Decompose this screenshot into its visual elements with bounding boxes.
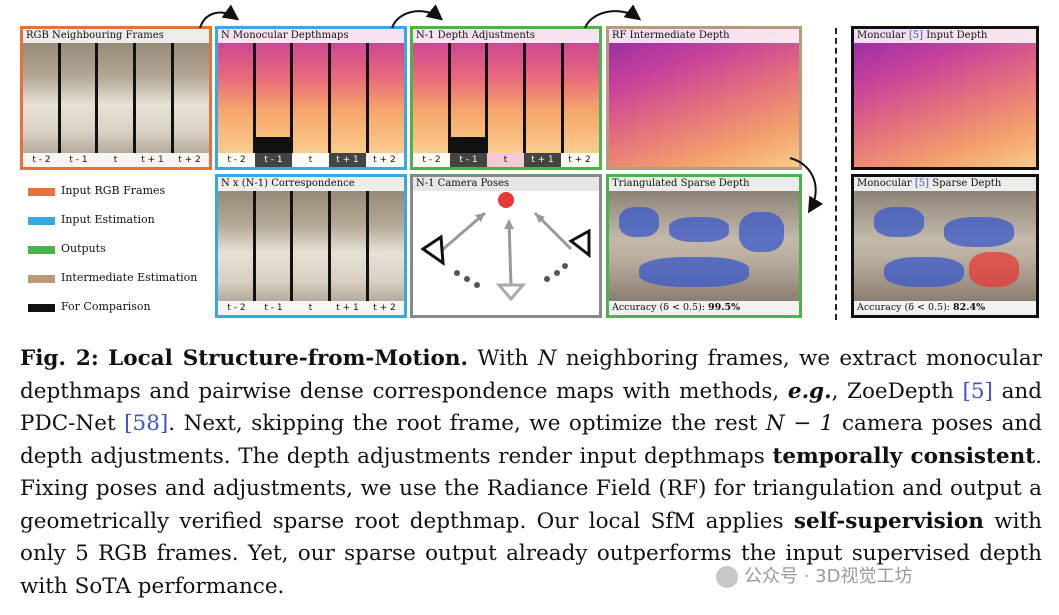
frame-label: t - 1 xyxy=(264,303,283,313)
frame-label: t - 2 xyxy=(227,303,246,313)
legend-swatch xyxy=(28,188,55,196)
figure-caption: Fig. 2: Local Structure-from-Motion. Wit… xyxy=(20,343,1042,603)
frame-label: t + 1 xyxy=(524,153,561,167)
frame-label: t xyxy=(308,303,313,313)
title-text: Input Depth xyxy=(923,30,988,41)
accuracy-value: 99.5% xyxy=(708,302,741,313)
camera-poses-diagram xyxy=(420,192,591,302)
frame-label: t - 2 xyxy=(32,155,51,165)
caption-bold: self-supervision xyxy=(793,508,984,534)
frame-label: t + 2 xyxy=(373,303,396,313)
legend-swatch xyxy=(28,275,55,283)
legend-label: For Comparison xyxy=(61,300,151,313)
frame-labels: t - 2 t - 1 t t + 1 t + 2 xyxy=(218,153,404,167)
panel-camera-poses: N-1 Camera Poses xyxy=(410,174,602,318)
accuracy-value: 82.4% xyxy=(953,302,986,313)
caption-text: , ZoeDepth xyxy=(831,378,963,404)
frame-label: t + 2 xyxy=(373,155,396,165)
caption-heading: Local Structure-from-Motion. xyxy=(108,346,469,371)
figure-number: Fig. 2: xyxy=(20,346,99,371)
caption-math: N xyxy=(537,346,557,371)
panel-correspondence: N x (N-1) Correspondence t - 2 t - 1 t t… xyxy=(215,174,407,318)
panel-monocular-depthmaps: N Monocular Depthmaps t - 2 t - 1 t t + … xyxy=(215,26,407,170)
frame-label: t - 1 xyxy=(69,155,88,165)
caption-bold: temporally consistent xyxy=(772,443,1036,469)
panel-monocular-input-depth: Moncular [5] Input Depth xyxy=(851,26,1039,170)
legend-swatch xyxy=(28,217,55,225)
watermark: 公众号 · 3D视觉工坊 xyxy=(716,562,912,588)
citation-link[interactable]: [5] xyxy=(908,30,924,41)
panel-title: N-1 Camera Poses xyxy=(413,177,599,191)
panel-title: N x (N-1) Correspondence xyxy=(218,177,404,191)
panel-title: Triangulated Sparse Depth xyxy=(609,177,799,191)
panel-monocular-sparse-depth: Monocular [5] Sparse Depth Accuracy (δ <… xyxy=(851,174,1039,318)
watermark-text: 公众号 · 3D视觉工坊 xyxy=(744,566,913,587)
title-text: Sparse Depth xyxy=(929,178,1002,189)
title-text: Monocular xyxy=(857,178,915,189)
panel-title: Moncular [5] Input Depth xyxy=(854,29,1036,43)
caption-text: . Fixing poses and adjustments, we use t… xyxy=(20,443,1042,534)
frame-label: t - 2 xyxy=(422,155,441,165)
legend-label: Outputs xyxy=(61,242,106,255)
legend-swatch xyxy=(28,304,55,312)
frame-label: t + 1 xyxy=(336,303,359,313)
caption-text: and PDC-Net xyxy=(20,378,1043,437)
citation-link[interactable]: [58] xyxy=(124,411,169,436)
accuracy-label: Accuracy (δ < 0.5): xyxy=(612,302,708,313)
comparison-divider xyxy=(835,28,837,320)
accuracy-readout: Accuracy (δ < 0.5): 99.5% xyxy=(609,301,799,315)
panel-rgb-frames: RGB Neighbouring Frames t - 2 t - 1 t t … xyxy=(20,26,212,170)
panel-title: RGB Neighbouring Frames xyxy=(23,29,209,43)
accuracy-readout: Accuracy (δ < 0.5): 82.4% xyxy=(854,301,1036,315)
wechat-icon xyxy=(716,566,738,588)
citation-link[interactable]: [5] xyxy=(914,178,930,189)
panel-triangulated-sparse-depth: Triangulated Sparse Depth Accuracy (δ < … xyxy=(606,174,802,318)
legend-label: Input RGB Frames xyxy=(61,184,166,197)
frame-label: t xyxy=(487,153,524,167)
caption-math: N − 1 xyxy=(765,411,834,436)
frame-label: t + 2 xyxy=(568,155,591,165)
figure: RGB Neighbouring Frames t - 2 t - 1 t t … xyxy=(20,4,1039,320)
caption-text: . Next, skipping the root frame, we opti… xyxy=(168,411,766,436)
frame-label: t + 2 xyxy=(178,155,201,165)
frame-label: t - 1 xyxy=(255,153,292,167)
legend-label: Input Estimation xyxy=(61,213,155,226)
caption-text: camera poses and depth adjustments. The … xyxy=(20,411,1043,469)
panel-rf-intermediate-depth: RF Intermediate Depth xyxy=(606,26,802,170)
caption-text: with only 5 RGB frames. Yet, our sparse … xyxy=(20,508,1042,599)
accuracy-label: Accuracy (δ < 0.5): xyxy=(857,302,953,313)
title-text: Moncular xyxy=(857,30,909,41)
frame-label: t + 1 xyxy=(141,155,164,165)
frame-label: t xyxy=(308,155,313,165)
caption-text: neighboring frames, we extract monocular… xyxy=(20,346,1042,404)
legend-label: Intermediate Estimation xyxy=(61,271,198,284)
frame-label: t - 2 xyxy=(227,155,246,165)
citation-link[interactable]: [5] xyxy=(962,378,993,404)
frame-labels: t - 2 t - 1 t t + 1 t + 2 xyxy=(413,153,599,167)
panel-title: RF Intermediate Depth xyxy=(609,29,799,43)
legend-swatch xyxy=(28,246,55,254)
frame-label: t - 1 xyxy=(450,153,487,167)
caption-text: With xyxy=(468,346,538,371)
panel-depth-adjustments: N-1 Depth Adjustments t - 2 t - 1 t t + … xyxy=(410,26,602,170)
frame-label: t xyxy=(113,155,118,165)
panel-title: N Monocular Depthmaps xyxy=(218,29,404,43)
panel-title: Monocular [5] Sparse Depth xyxy=(854,177,1036,191)
caption-emphasis: e.g. xyxy=(787,378,832,404)
panel-title: N-1 Depth Adjustments xyxy=(413,29,599,43)
frame-labels: t - 2 t - 1 t t + 1 t + 2 xyxy=(218,301,404,315)
frame-labels: t - 2 t - 1 t t + 1 t + 2 xyxy=(23,153,209,167)
frame-label: t + 1 xyxy=(329,153,366,167)
